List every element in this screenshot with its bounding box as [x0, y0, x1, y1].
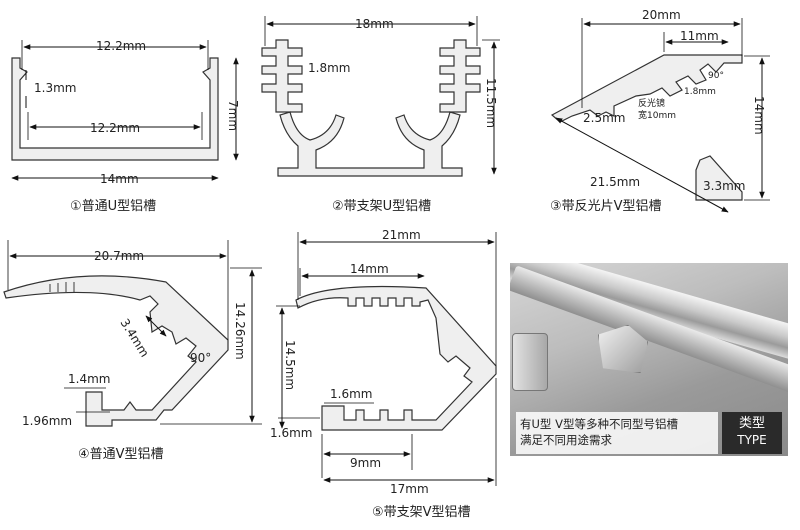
v-bracket-shape	[295, 285, 497, 431]
u-profile-shape	[11, 57, 219, 161]
d5-dim-foot-h: 1.6mm	[330, 387, 372, 401]
d3-dim-diag: 21.5mm	[590, 175, 640, 189]
d3-reflector-label-1: 反光镜	[638, 97, 665, 109]
d1-dim-inner: 12.2mm	[90, 121, 140, 135]
d5-caption: ⑤带支架V型铝槽	[372, 505, 471, 520]
d3-dim-corner: 3.3mm	[703, 179, 745, 193]
d1-dim-left: 1.3mm	[34, 81, 76, 95]
u-bracket-base	[277, 111, 463, 177]
d4-dim-angle: 90°	[190, 351, 211, 365]
v-reflector-shape	[550, 54, 743, 123]
u-bracket-right-comb	[439, 39, 481, 113]
type-badge: 类型 TYPE	[722, 412, 782, 454]
d3-caption: ③带反光片V型铝槽	[550, 199, 662, 214]
d1-dim-top: 12.2mm	[96, 39, 146, 53]
diagram-1-u-profile: 12.2mm 1.3mm 12.2mm 7mm 14mm ①普通U型铝槽	[11, 39, 240, 214]
diagram-2-u-bracket-profile: 18mm 1.8mm 11.5mm ②带支架U型铝槽	[261, 16, 500, 214]
d1-dim-bottom: 14mm	[100, 172, 139, 186]
d3-dim-right: 14mm	[752, 96, 766, 135]
d3-dim-left: 2.5mm	[583, 111, 625, 125]
d4-dim-right: 14.26mm	[233, 302, 247, 360]
diagram-4-v-profile: 20.7mm 3.4mm 90° 14.26mm 1.4mm 1.96mm ④普…	[3, 240, 262, 462]
u-bracket-left-comb	[261, 39, 303, 113]
d4-dim-foot-h: 1.4mm	[68, 372, 110, 386]
d5-dim-top: 21mm	[382, 228, 421, 242]
d5-dim-inner-top: 14mm	[350, 262, 389, 276]
d5-dim-inner-bottom: 9mm	[350, 456, 381, 470]
d3-dim-inner: 11mm	[680, 29, 719, 43]
d4-dim-top: 20.7mm	[94, 249, 144, 263]
d5-dim-foot-w: 1.6mm	[270, 426, 312, 440]
d2-dim-right: 11.5mm	[484, 78, 498, 128]
d5-dim-bottom: 17mm	[390, 482, 429, 496]
d2-dim-left: 1.8mm	[308, 61, 350, 75]
d1-dim-right: 7mm	[226, 100, 240, 131]
photo-caption-line-1: 有U型 V型等多种不同型号铝槽	[520, 417, 678, 431]
v-plain-shape	[3, 275, 229, 427]
d4-dim-inner: 3.4mm	[117, 316, 151, 359]
diagram-5-v-bracket-profile: 21mm 14mm 14.5mm 1.6mm 1.6mm 9mm 17mm ⑤带…	[270, 228, 497, 520]
d2-dim-top: 18mm	[355, 17, 394, 31]
photo-caption-box: 有U型 V型等多种不同型号铝槽 满足不同用途需求	[516, 412, 718, 454]
diagram-3-v-reflector-profile: 20mm 11mm 90° 1.8mm 反光镜 宽10mm 2.5mm 14mm…	[550, 8, 770, 214]
d3-dim-small: 1.8mm	[684, 87, 716, 97]
d1-caption: ①普通U型铝槽	[70, 199, 156, 214]
d3-dim-top: 20mm	[642, 8, 681, 22]
d5-dim-left: 14.5mm	[283, 340, 297, 390]
v-reflector-corner	[695, 155, 743, 201]
type-badge-en: TYPE	[737, 433, 767, 447]
d4-caption: ④普通V型铝槽	[78, 447, 164, 462]
d3-reflector-label-2: 宽10mm	[638, 109, 676, 121]
photo-rail-end-1	[512, 333, 548, 391]
type-badge-zh: 类型	[738, 416, 765, 431]
photo-caption-line-2: 满足不同用途需求	[520, 433, 612, 447]
d3-dim-angle: 90°	[708, 71, 724, 81]
d4-dim-foot-w: 1.96mm	[22, 414, 72, 428]
d2-caption: ②带支架U型铝槽	[332, 199, 431, 214]
